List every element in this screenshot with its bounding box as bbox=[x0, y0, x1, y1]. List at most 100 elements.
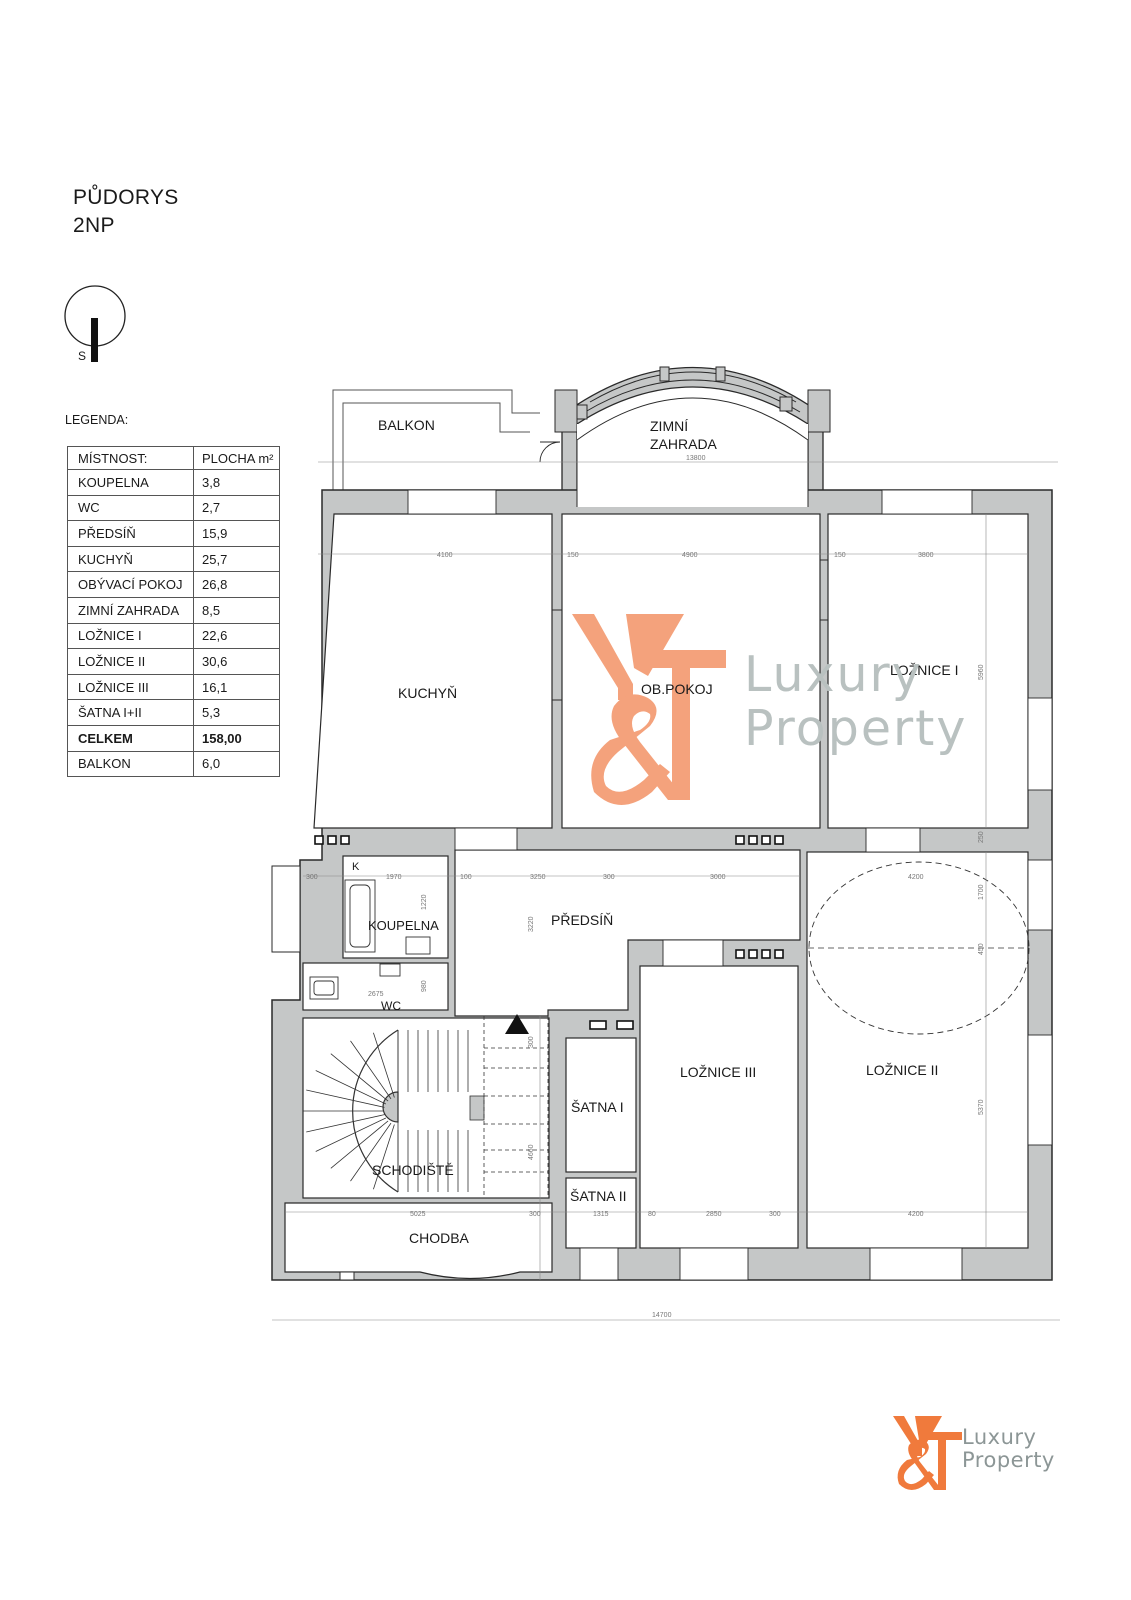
plan-title: PŮDORYS 2NP bbox=[73, 184, 179, 240]
dim-300b: 300 bbox=[603, 874, 615, 881]
dimension-labels: 13800 4100 150 4900 150 3800 5960 300 19… bbox=[306, 455, 985, 1319]
room-satna-2 bbox=[565, 1177, 637, 1249]
room-kuchyn bbox=[313, 513, 553, 829]
room-loznice-2 bbox=[806, 851, 1029, 1249]
dim-300a: 300 bbox=[306, 874, 318, 881]
legend-room-area: 6,0 bbox=[193, 750, 280, 778]
legend-room-area: 16,1 bbox=[193, 673, 280, 701]
dim-300c: 300 bbox=[528, 1036, 535, 1048]
dim-1970: 1970 bbox=[386, 874, 402, 881]
legend-room-name: WC bbox=[67, 494, 194, 522]
label-predsin: PŘEDSÍŇ bbox=[551, 912, 613, 928]
label-zimni-2: ZAHRADA bbox=[650, 436, 718, 452]
watermark-line1: Luxury bbox=[744, 646, 923, 703]
room-loznice-1 bbox=[827, 513, 1029, 829]
loznice-2-bay-ellipse bbox=[808, 861, 1030, 1035]
watermark-text: Luxury Property bbox=[744, 648, 967, 756]
dim-4660: 4660 bbox=[528, 1144, 535, 1160]
label-kuchyn: KUCHYŇ bbox=[398, 685, 457, 701]
rooms bbox=[284, 424, 1029, 1280]
legend-room-name: LOŽNICE II bbox=[67, 648, 194, 675]
dim-4200a: 4200 bbox=[908, 874, 924, 881]
dim-450: 450 bbox=[978, 943, 985, 955]
room-loznice-3 bbox=[639, 965, 799, 1249]
logo-line1: Luxury bbox=[962, 1425, 1037, 1449]
dim-3250: 3250 bbox=[530, 874, 546, 881]
company-logo-icon bbox=[893, 1416, 962, 1490]
dim-3000: 3000 bbox=[710, 874, 726, 881]
winter-garden-bay bbox=[554, 366, 831, 508]
label-schodiste: SCHODIŠTĚ bbox=[372, 1162, 454, 1178]
dim-5960: 5960 bbox=[978, 664, 985, 680]
dim-980: 980 bbox=[421, 980, 428, 992]
dim-5370: 5370 bbox=[978, 1099, 985, 1115]
chimney-flues bbox=[314, 835, 784, 1030]
dim-3220: 3220 bbox=[528, 916, 535, 932]
legend-room-area: 2,7 bbox=[193, 494, 280, 522]
label-satna-1: ŠATNA I bbox=[571, 1099, 624, 1115]
legend-room-name: LOŽNICE III bbox=[67, 673, 194, 701]
label-satna-2: ŠATNA II bbox=[570, 1188, 627, 1204]
stair-up-arrow-icon bbox=[505, 1014, 529, 1034]
windows bbox=[407, 489, 1053, 1281]
label-koupelna-k: K bbox=[352, 861, 360, 873]
legend-label: LEGENDA: bbox=[65, 413, 129, 427]
legend-header-row: MÍSTNOST: PLOCHA m² bbox=[67, 446, 280, 470]
staircase bbox=[303, 1016, 549, 1198]
label-zimni-1: ZIMNÍ bbox=[650, 418, 688, 434]
dim-300d: 300 bbox=[529, 1211, 541, 1218]
dim-2850: 2850 bbox=[706, 1211, 722, 1218]
left-bay bbox=[271, 865, 301, 953]
label-balkon: BALKON bbox=[378, 417, 435, 433]
dimension-lines bbox=[272, 461, 1060, 1321]
room-satna-1 bbox=[565, 1037, 637, 1173]
room-labels: BALKON ZIMNÍ ZAHRADA KUCHYŇ OB.POKOJ LOŽ… bbox=[352, 417, 958, 1246]
dim-5025: 5025 bbox=[410, 1211, 426, 1218]
legend-room-name: ZIMNÍ ZAHRADA bbox=[67, 596, 194, 624]
legend-room-area: 26,8 bbox=[193, 571, 280, 598]
dim-150b: 150 bbox=[834, 552, 846, 559]
dim-4900: 4900 bbox=[682, 552, 698, 559]
north-label: S bbox=[78, 349, 86, 363]
dim-2675: 2675 bbox=[368, 991, 384, 998]
dim-1315: 1315 bbox=[593, 1211, 609, 1218]
dim-250: 250 bbox=[978, 831, 985, 843]
legend-room-name: KUCHYŇ bbox=[67, 545, 194, 573]
legend-room-name: PŘEDSÍŇ bbox=[67, 520, 194, 547]
label-loznice-2: LOŽNICE II bbox=[866, 1062, 938, 1078]
plan-title-line1: PŮDORYS bbox=[73, 186, 179, 209]
company-logo-text: Luxury Property bbox=[962, 1426, 1055, 1472]
label-loznice-3: LOŽNICE III bbox=[680, 1064, 756, 1080]
watermark-logo-icon bbox=[572, 614, 726, 805]
watermark-line2: Property bbox=[744, 700, 968, 757]
legend-header-area: PLOCHA m² bbox=[193, 446, 280, 470]
legend-room-name: BALKON bbox=[67, 750, 194, 778]
bathroom-fixtures bbox=[309, 879, 431, 1000]
dim-80: 80 bbox=[648, 1211, 656, 1218]
legend-room-area: 3,8 bbox=[193, 469, 280, 496]
label-ob-pokoj: OB.POKOJ bbox=[641, 681, 713, 697]
legend-room-area: 22,6 bbox=[193, 622, 280, 650]
winter-garden-interior bbox=[576, 397, 809, 507]
dim-150a: 150 bbox=[567, 552, 579, 559]
dim-3800: 3800 bbox=[918, 552, 934, 559]
dim-4200b: 4200 bbox=[908, 1211, 924, 1218]
label-wc: WC bbox=[381, 999, 401, 1013]
legend-room-area: 30,6 bbox=[193, 648, 280, 675]
room-ob-pokoj bbox=[561, 513, 821, 829]
label-loznice-1: LOŽNICE I bbox=[890, 662, 958, 678]
dim-4100: 4100 bbox=[437, 552, 453, 559]
north-arrow-icon: S bbox=[64, 285, 126, 363]
legend-header-room: MÍSTNOST: bbox=[67, 446, 194, 470]
